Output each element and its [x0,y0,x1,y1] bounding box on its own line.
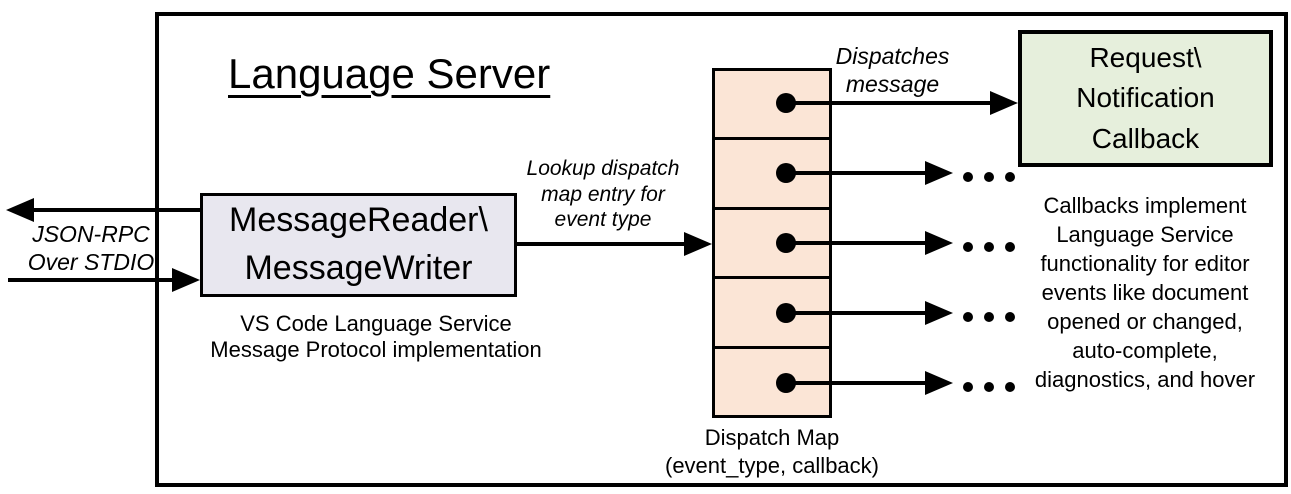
dispatch-map-cell [715,71,829,138]
request-notification-callback-box: Request\ Notification Callback [1018,30,1273,167]
callbacks-note: Callbacks implement Language Service fun… [1034,193,1256,393]
message-reader-writer-caption: VS Code Language Service Message Protoco… [210,311,542,362]
dispatch-map-caption: Dispatch Map (event_type, callback) [665,425,879,478]
language-server-boundary [155,12,1288,487]
dispatch-map-cell [715,345,829,416]
dispatch-map-cell [715,137,829,207]
dispatch-map-cell [715,206,829,277]
dispatch-map-table [712,68,832,418]
message-reader-writer-box: MessageReader\ MessageWriter [200,193,517,297]
lookup-dispatch-label: Lookup dispatch map entry for event type [526,157,680,232]
diagram-title: Language Server [228,50,551,97]
dispatches-message-label: Dispatches message [835,43,950,98]
dispatch-map-cell [715,276,829,346]
json-rpc-stdio-label: JSON-RPC Over STDIO [27,221,155,276]
